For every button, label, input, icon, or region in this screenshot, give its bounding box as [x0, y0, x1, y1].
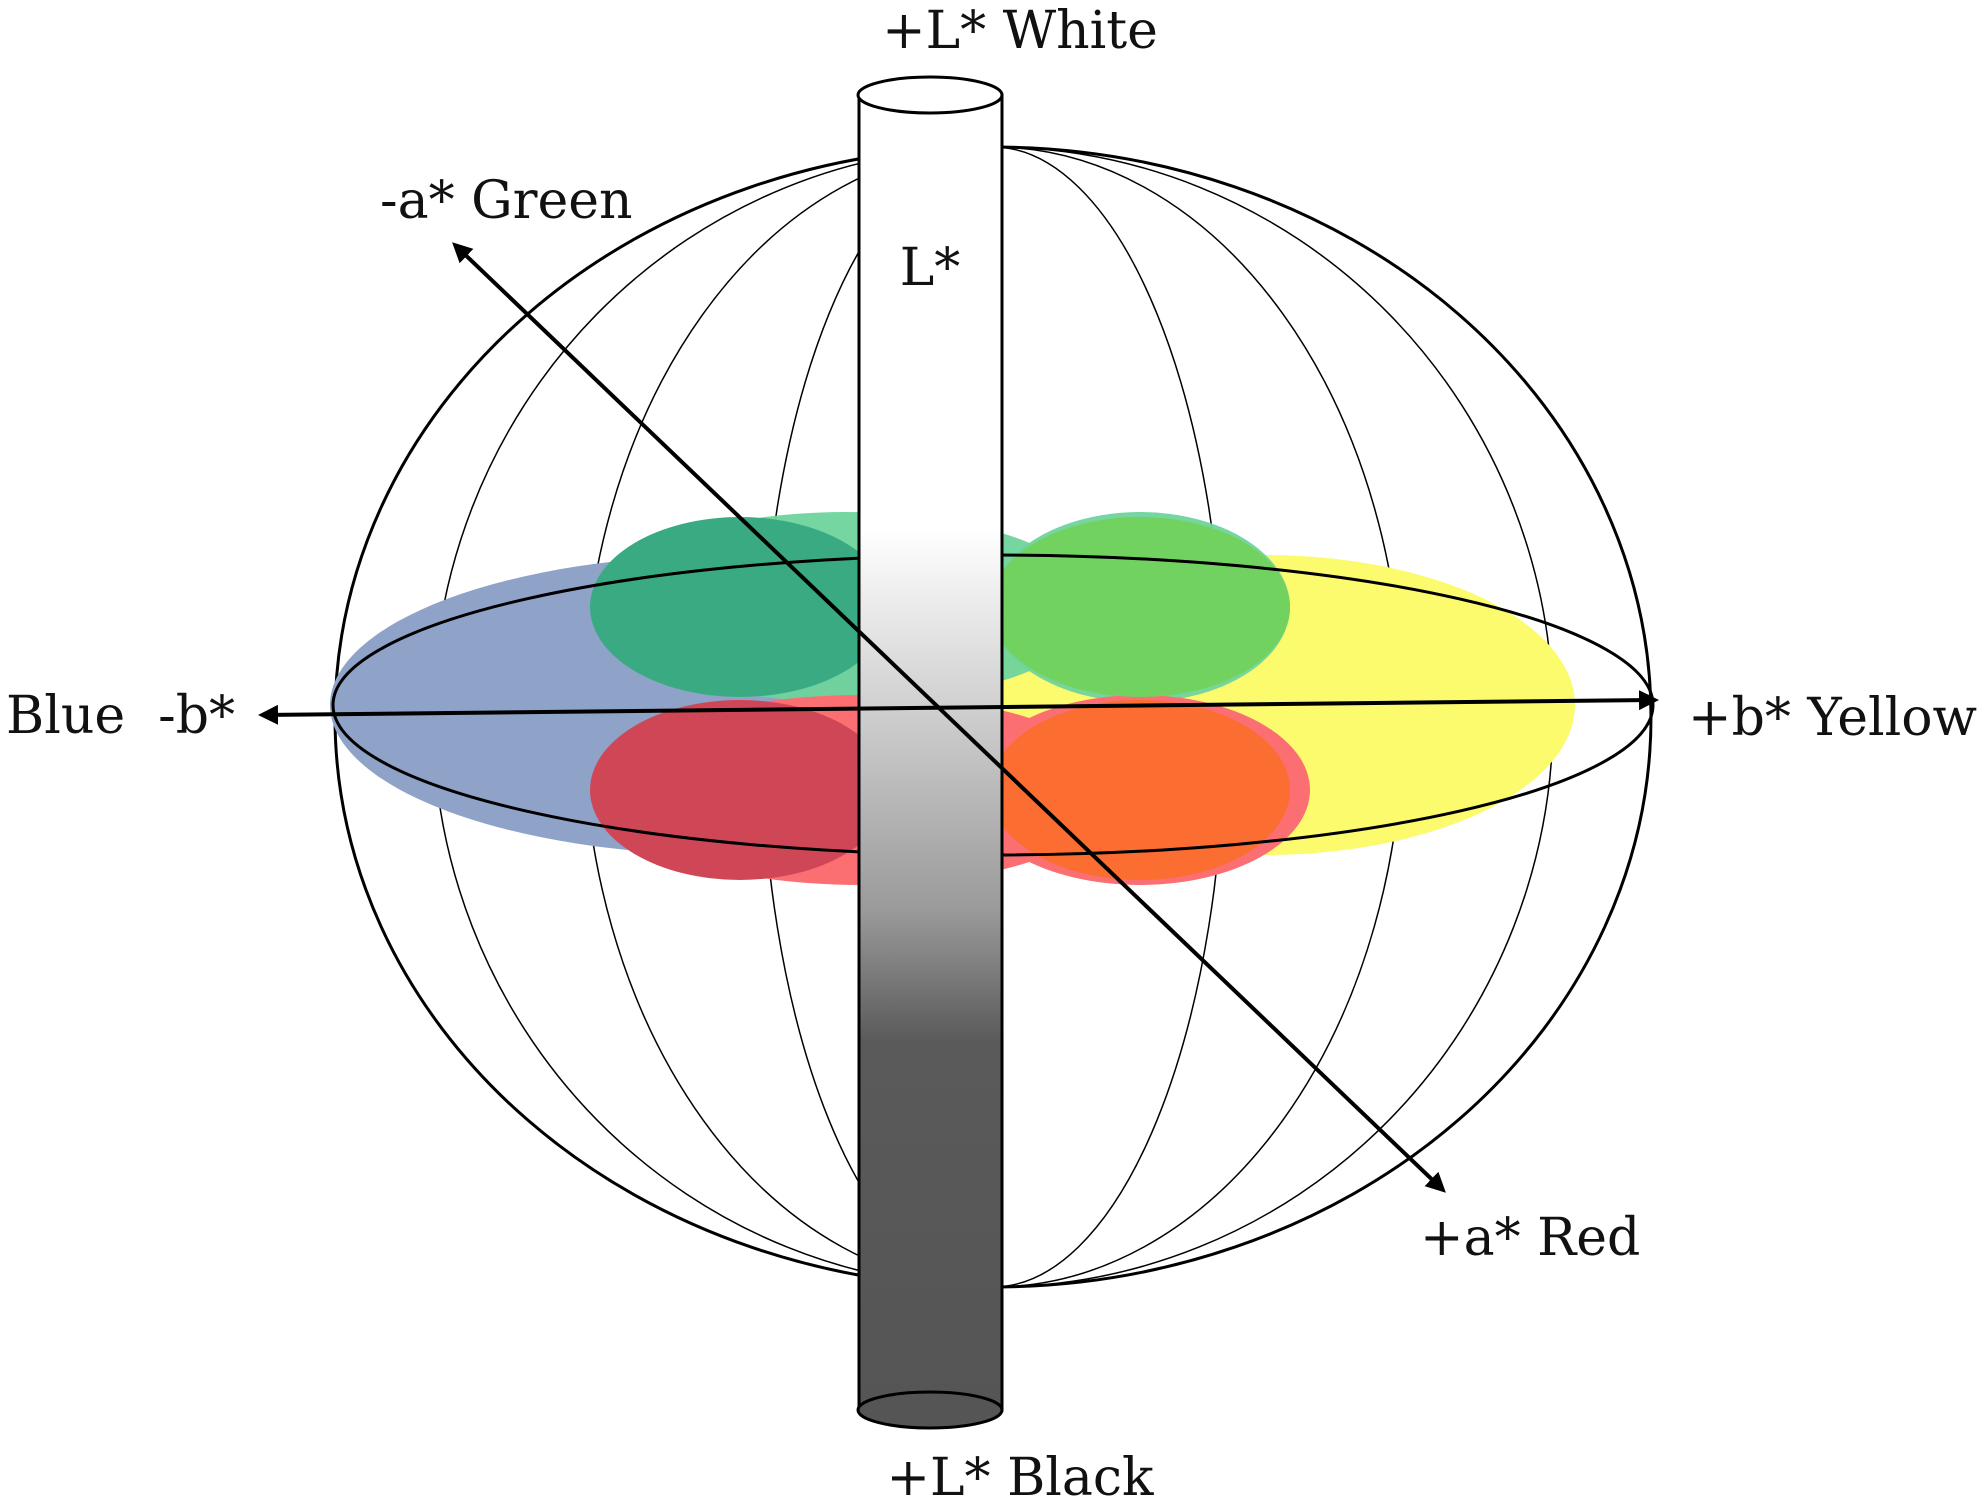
orange-overlap: [990, 700, 1290, 880]
dark-green-overlap: [590, 517, 890, 697]
dark-red-overlap: [590, 700, 890, 880]
neg-b-label-blue: Blue -b*: [6, 686, 235, 746]
pos-b-label-yellow: +b* Yellow: [1688, 688, 1977, 748]
cylinder-bottom: [856, 1390, 1004, 1430]
pos-a-label-red: +a* Red: [1420, 1208, 1640, 1268]
top-label-white: +L* White: [882, 1, 1158, 61]
bottom-label-black: +L* Black: [886, 1448, 1154, 1502]
a-axis-arrow: [452, 242, 1446, 1193]
axes: [258, 242, 1659, 1193]
neg-a-label-green: -a* Green: [380, 171, 633, 231]
cylinder-top: [856, 75, 1004, 115]
center-label-l: L*: [900, 238, 961, 298]
yellow-green-overlap: [990, 517, 1290, 697]
